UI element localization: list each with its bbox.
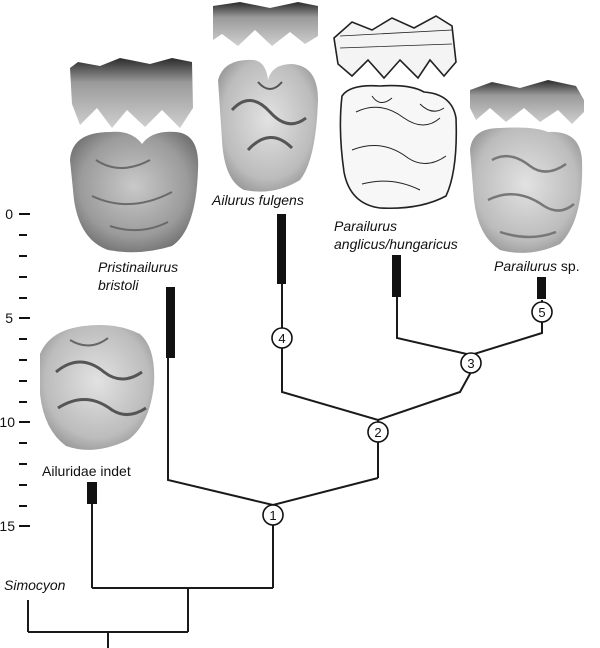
- label-simocyon: Simocyon: [4, 577, 66, 593]
- range-bars: [87, 214, 546, 504]
- label-ailurus-fulgens: Ailurus fulgens: [211, 192, 304, 208]
- node-4: 4: [271, 327, 293, 349]
- label-pristinailurus-species: bristoli: [98, 277, 139, 293]
- tooth-parailurus-sp: [470, 80, 584, 253]
- tick-label-15: 15: [0, 518, 15, 534]
- label-parailurus-sp: Parailurus sp.: [494, 258, 580, 274]
- range-bar-ailuridae: [87, 482, 97, 504]
- svg-text:5: 5: [538, 305, 545, 320]
- tooth-ailurus: [213, 2, 318, 192]
- tick-label-5: 5: [5, 310, 13, 326]
- label-pristinailurus-genus: Pristinailurus: [98, 259, 178, 275]
- svg-text:4: 4: [278, 331, 285, 346]
- tick-label-0: 0: [5, 206, 13, 222]
- tick-label-10: 10: [0, 414, 15, 430]
- svg-text:1: 1: [269, 508, 276, 523]
- node-3: 3: [460, 352, 482, 374]
- label-parailurus-anglicus-species: anglicus/hungaricus: [334, 236, 458, 252]
- time-axis: [19, 213, 30, 527]
- range-bar-parailurus-sp: [537, 277, 546, 299]
- node-1: 1: [262, 504, 284, 526]
- label-ailuridae-indet: Ailuridae indet: [42, 463, 131, 479]
- svg-text:2: 2: [374, 425, 381, 440]
- tooth-ailuridae: [40, 325, 155, 450]
- label-parailurus-anglicus-genus: Parailurus: [334, 218, 397, 234]
- range-bar-parailurus-anglicus: [392, 255, 401, 297]
- tooth-pristinailurus: [70, 58, 199, 253]
- svg-text:3: 3: [467, 356, 474, 371]
- node-2: 2: [367, 421, 389, 443]
- range-bar-pristinailurus: [166, 287, 175, 358]
- node-5: 5: [531, 301, 553, 323]
- tooth-parailurus-anglicus: [333, 15, 458, 210]
- range-bar-ailurus: [277, 214, 286, 284]
